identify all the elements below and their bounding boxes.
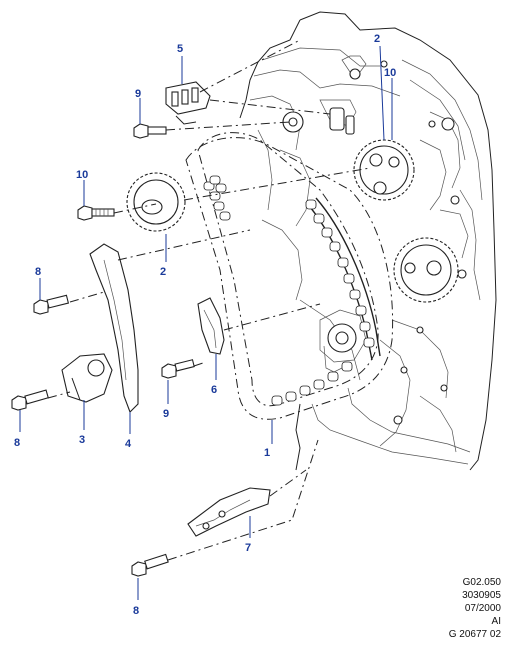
chain-links-left xyxy=(203,175,231,221)
callout-9-top: 9 xyxy=(135,88,141,100)
caption-line-5: G 20677 02 xyxy=(448,629,501,640)
engine-block xyxy=(239,11,497,471)
callout-3: 3 xyxy=(79,434,85,446)
callout-5: 5 xyxy=(177,43,183,55)
callout-9-middle: 9 xyxy=(163,408,169,420)
right-intermediate-sprocket xyxy=(393,237,459,303)
bolt-9-top xyxy=(133,123,167,139)
chain-tensioner xyxy=(61,353,113,403)
callout-7: 7 xyxy=(245,542,251,554)
callout-8-upper: 8 xyxy=(35,266,41,278)
chain-guide-bracket xyxy=(165,81,211,125)
caption-line-3: 07/2000 xyxy=(464,603,501,614)
callout-8-middle: 8 xyxy=(14,437,20,449)
exhaust-camshaft-sprocket xyxy=(353,139,415,201)
tensioner-arm xyxy=(89,243,139,413)
bolt-9-middle xyxy=(161,359,195,379)
callout-6: 6 xyxy=(211,384,217,396)
chain-links-right xyxy=(305,197,381,361)
caption-line-4: AI xyxy=(491,616,501,627)
bolt-10-left xyxy=(77,205,115,221)
callout-8-lower: 8 xyxy=(133,605,139,617)
caption-line-1: G02.050 xyxy=(462,577,501,588)
caption-line-2: 3030905 xyxy=(462,590,501,601)
bolt-8-upper xyxy=(33,294,70,315)
callout-2-top: 2 xyxy=(374,33,380,45)
callout-10-left: 10 xyxy=(76,169,88,181)
callout-10-right: 10 xyxy=(384,67,396,79)
callout-2-left: 2 xyxy=(160,266,166,278)
lower-chain-guide xyxy=(187,487,271,537)
intake-camshaft-sprocket xyxy=(126,172,186,232)
bolt-8-lower xyxy=(131,553,169,577)
callout-1: 1 xyxy=(264,447,270,459)
fixed-chain-guide xyxy=(197,297,225,355)
bolt-8-middle xyxy=(11,389,49,411)
callout-4: 4 xyxy=(125,438,132,450)
timing-chain xyxy=(185,132,394,420)
assembly-lines xyxy=(47,39,371,561)
chain-links-bottom xyxy=(271,361,353,406)
callouts: 1 2 2 3 4 5 6 7 8 8 8 9 9 10 10 xyxy=(14,33,396,617)
